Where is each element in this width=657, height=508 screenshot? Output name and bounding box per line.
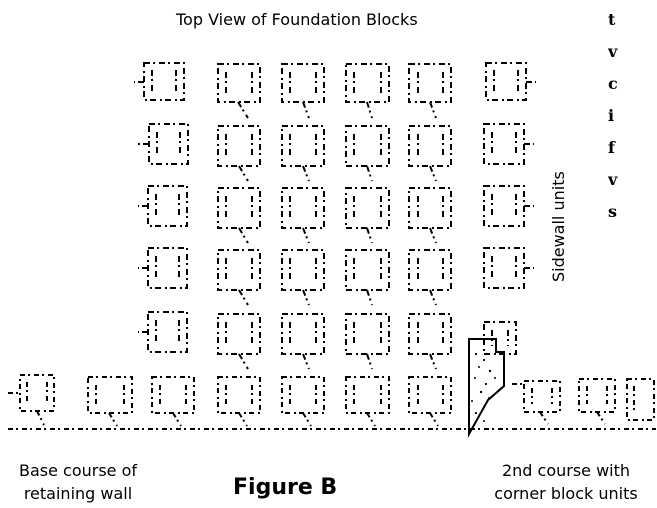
right-margin-line-5: f: [608, 138, 615, 157]
second-course-label-line-1: 2nd course with: [501, 461, 631, 480]
foundation-block-r3-c1: [138, 185, 188, 227]
corner-block-texture: [471, 352, 496, 422]
foundation-block-r1-c4: [345, 63, 390, 119]
foundation-block-r2-c5: [408, 125, 452, 182]
foundation-block-r2-c2: [217, 125, 261, 182]
foundation-block-r3-c5: [408, 187, 452, 244]
right-margin-line-2: v: [608, 42, 618, 61]
foundation-block-r4-c2: [217, 249, 261, 306]
foundation-block-r2-c4: [345, 125, 390, 182]
right-margin-line-6: v: [608, 170, 618, 189]
foundation-block-r1-c1: [134, 62, 185, 101]
foundation-block-r4-c1: [138, 247, 188, 289]
diagram-title: Top View of Foundation Blocks: [176, 10, 418, 29]
base-block-9: [578, 378, 616, 425]
foundation-block-r5-c5: [408, 313, 452, 370]
foundation-row-1: [134, 62, 536, 119]
base-block-2: [87, 376, 133, 427]
right-margin-line-7: s: [608, 202, 618, 221]
foundation-block-r2-c3: [281, 125, 325, 182]
base-course-label: Base course of retaining wall: [8, 459, 148, 505]
base-block-4: [217, 376, 261, 427]
foundation-block-r1-c6: [485, 62, 536, 101]
base-course-label-line-2: retaining wall: [23, 484, 133, 503]
base-block-5: [281, 376, 325, 427]
foundation-block-r5-c4: [345, 313, 390, 370]
foundation-block-r1-c3: [281, 63, 325, 119]
base-block-6: [345, 376, 390, 427]
foundation-block-r5-c3: [281, 313, 325, 370]
foundation-block-r2-c6: [483, 123, 534, 165]
foundation-block-r3-c6: [483, 185, 534, 227]
right-margin-line-4: i: [608, 106, 615, 125]
foundation-row-3: [138, 185, 534, 244]
foundation-row-2: [138, 123, 534, 182]
foundation-grid: [134, 62, 536, 370]
foundation-block-r3-c2: [217, 187, 261, 244]
foundation-block-r5-c6: [483, 321, 517, 355]
sidewall-units-label: Sidewall units: [549, 171, 568, 282]
foundation-block-r3-c3: [281, 187, 325, 244]
right-margin-text: t v c i f v s: [608, 4, 657, 228]
foundation-block-r3-c4: [345, 187, 390, 244]
foundation-row-5: [138, 311, 517, 370]
figure-caption: Figure B: [233, 475, 338, 500]
base-block-7: [408, 376, 452, 427]
base-block-10: [626, 378, 655, 421]
foundation-block-r5-c2: [217, 313, 261, 370]
second-course-label: 2nd course with corner block units: [475, 459, 657, 505]
base-course-row: [8, 374, 656, 430]
base-block-1: [8, 374, 55, 426]
right-margin-line-3: c: [608, 74, 618, 93]
foundation-block-r4-c3: [281, 249, 325, 306]
base-course-label-line-1: Base course of: [18, 461, 138, 480]
foundation-block-r4-c4: [345, 249, 390, 306]
foundation-block-r5-c1: [138, 311, 188, 353]
foundation-block-r1-c5: [408, 63, 452, 119]
foundation-block-r4-c6: [483, 247, 534, 289]
right-margin-line-1: t: [608, 10, 616, 29]
foundation-block-r1-c2: [217, 63, 261, 119]
base-block-8: [512, 380, 561, 425]
second-course-label-line-2: corner block units: [494, 484, 638, 503]
foundation-row-4: [138, 247, 534, 306]
foundation-block-r2-c1: [138, 123, 189, 165]
foundation-block-r4-c5: [408, 249, 452, 306]
base-block-3: [151, 376, 195, 427]
